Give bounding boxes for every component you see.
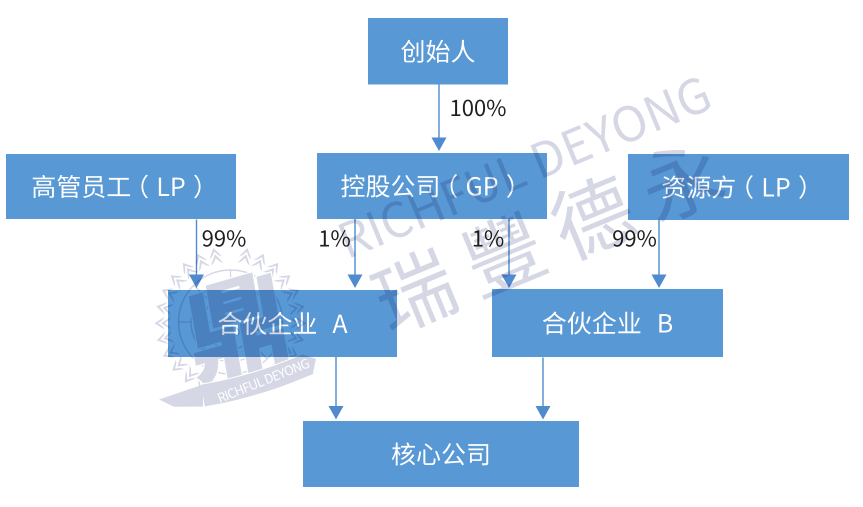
node-founder-box (368, 18, 508, 85)
node-executives-lp-box (6, 154, 236, 219)
wm-latin (338, 78, 711, 258)
pct-executives-a (202, 230, 246, 247)
node-founder (368, 18, 508, 85)
logo-ribbon-text (217, 358, 310, 403)
wm-cjk (368, 150, 726, 331)
connector-executives-a (189, 219, 204, 288)
node-core-company-box (303, 421, 579, 487)
connector-a-core (328, 357, 344, 420)
arrowhead-icon-b-core (535, 406, 551, 420)
node-holding-gp-label (341, 174, 514, 198)
watermark-logo-emblem (154, 247, 316, 408)
connector-founder-holding (431, 84, 447, 151)
connector-holding-a (347, 219, 363, 288)
node-core-company-label (391, 442, 489, 466)
arrowhead-icon-executives-a (189, 274, 204, 288)
arrowhead-icon-resource-b (651, 274, 667, 288)
connector-resource-b (651, 220, 667, 288)
pct-holding-a (320, 230, 350, 247)
node-partnership-b-label (542, 311, 673, 335)
node-executives-lp (6, 154, 236, 219)
logo-ding-glyph (187, 270, 291, 389)
connector-b-core (535, 357, 551, 420)
arrowhead-icon-founder-holding (431, 137, 447, 151)
node-executives-lp-label (32, 174, 201, 199)
arrowhead-icon-holding-a (347, 274, 363, 288)
node-partnership-b (492, 289, 723, 357)
pct-founder-holding (451, 99, 506, 117)
node-founder-label (401, 39, 475, 63)
arrowhead-icon-a-core (328, 406, 344, 420)
node-core-company (303, 421, 579, 487)
node-partnership-b-box (492, 289, 723, 357)
arrowhead-icon-holding-b (501, 274, 517, 288)
